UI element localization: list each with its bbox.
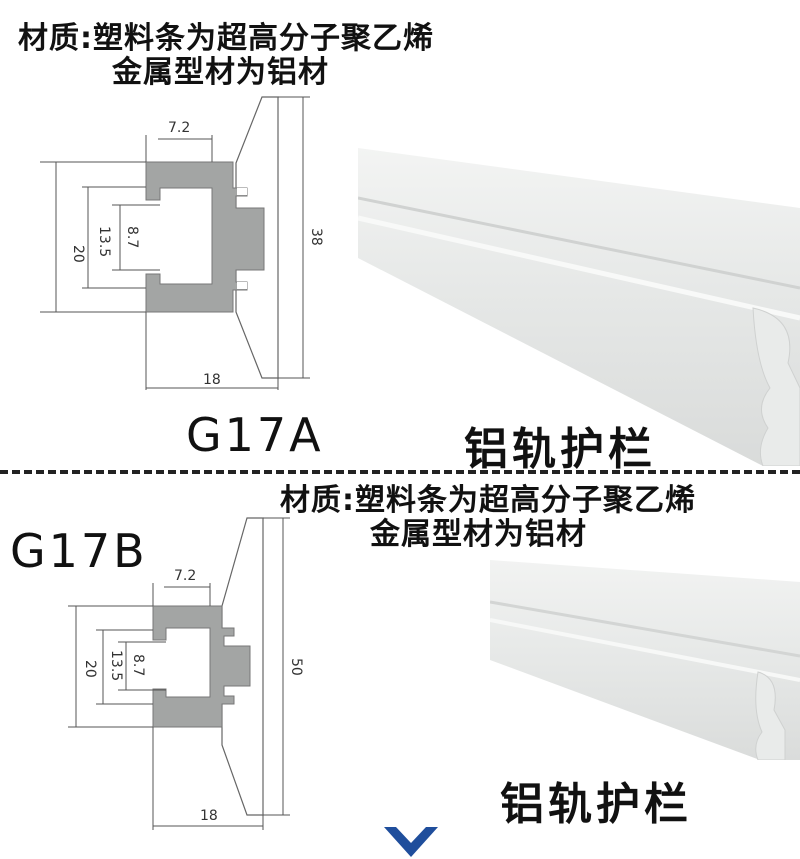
dim-left-mid-b: 13.5: [108, 650, 124, 681]
dim-left-inner-a: 8.7: [124, 226, 140, 248]
profile-b: [152, 605, 251, 728]
dim-top-a: 7.2: [168, 120, 190, 136]
product-name-b: 铝轨护栏: [500, 779, 692, 830]
cross-section-drawing-b: 7.2 20 13.5 8.7 50 18: [68, 517, 304, 830]
dim-left-inner-b: 8.7: [130, 654, 146, 676]
material-note-b-line2: 金属型材为铝材: [370, 517, 587, 552]
material-note-a-line2: 金属型材为铝材: [112, 55, 329, 90]
material-note-a-line1: 材质:塑料条为超高分子聚乙烯: [18, 21, 434, 56]
product-photo-b: [490, 560, 800, 760]
dim-top-b: 7.2: [174, 568, 196, 584]
model-label-a: G17A: [186, 408, 324, 462]
dim-right-a: 38: [308, 228, 324, 246]
chevron-down-icon[interactable]: [384, 823, 438, 859]
dim-left-outer-b: 20: [82, 660, 98, 678]
dim-left-outer-a: 20: [70, 245, 86, 263]
product-photo-a: [358, 148, 800, 466]
dim-right-b: 50: [288, 658, 304, 676]
model-label-b: G17B: [10, 524, 148, 578]
dim-left-mid-a: 13.5: [96, 226, 112, 257]
profile-a: [145, 161, 265, 313]
section-divider: [0, 470, 800, 474]
dim-bottom-a: 18: [203, 372, 221, 388]
cross-section-drawing-a: 7.2 20 13.5 8.7 38 18: [40, 96, 324, 390]
dim-bottom-b: 18: [200, 808, 218, 824]
material-note-b-line1: 材质:塑料条为超高分子聚乙烯: [280, 483, 696, 518]
product-name-a: 铝轨护栏: [464, 424, 656, 475]
